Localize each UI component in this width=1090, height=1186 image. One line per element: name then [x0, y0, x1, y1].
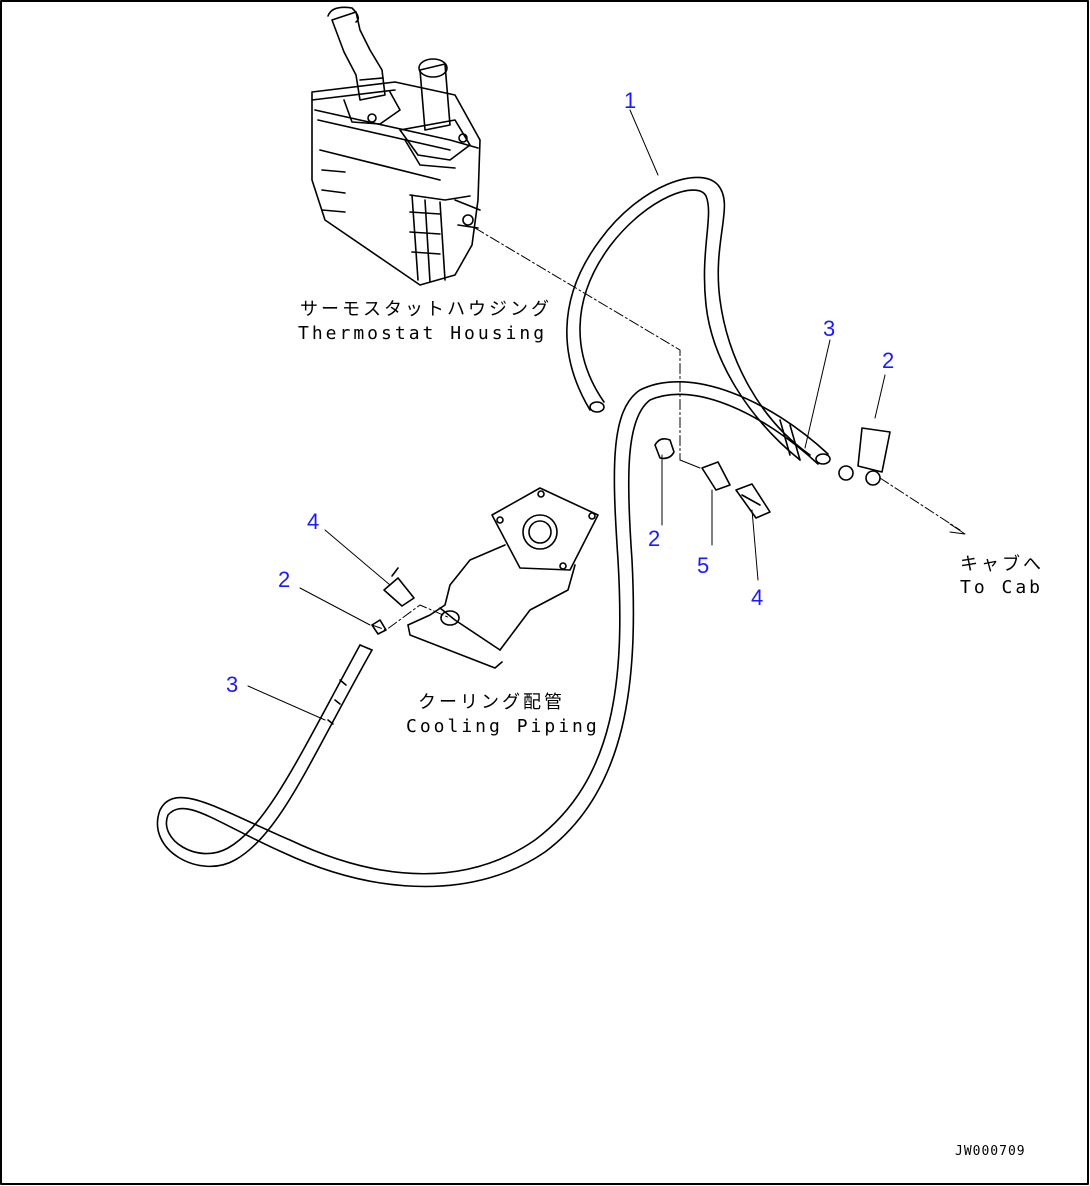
label-cooling-en: Cooling Piping — [406, 716, 600, 737]
leader-lines — [247, 109, 966, 721]
valve-4-left — [383, 577, 415, 607]
thermostat-housing — [311, 6, 481, 286]
label-thermostat-en: Thermostat Housing — [298, 323, 547, 344]
clamps-and-fittings — [371, 427, 891, 635]
callout-4-right: 4 — [751, 585, 763, 610]
callout-1: 1 — [624, 88, 636, 113]
callout-3-left: 3 — [226, 672, 238, 697]
label-thermostat-jp: サーモスタットハウジング — [300, 299, 552, 320]
hose-3 — [156, 381, 831, 888]
drawing-code: JW000709 — [955, 1144, 1026, 1159]
callout-2-right: 2 — [882, 348, 894, 373]
label-cooling-jp: クーリング配管 — [418, 692, 565, 713]
callout-3-right: 3 — [823, 316, 835, 341]
callout-2-left: 2 — [278, 567, 290, 592]
callout-2-center: 2 — [648, 526, 660, 551]
label-cab-jp: キャブへ — [960, 553, 1044, 575]
valve-4-right — [735, 483, 771, 519]
callout-5: 5 — [697, 553, 709, 578]
fitting-5 — [701, 461, 731, 491]
label-cab-en: To Cab — [960, 577, 1043, 598]
cooling-piping — [407, 487, 599, 669]
callout-4-left: 4 — [307, 509, 319, 534]
clamp-2-tag — [857, 427, 891, 473]
clamp-2-center — [654, 438, 675, 460]
hose-1 — [566, 176, 811, 461]
